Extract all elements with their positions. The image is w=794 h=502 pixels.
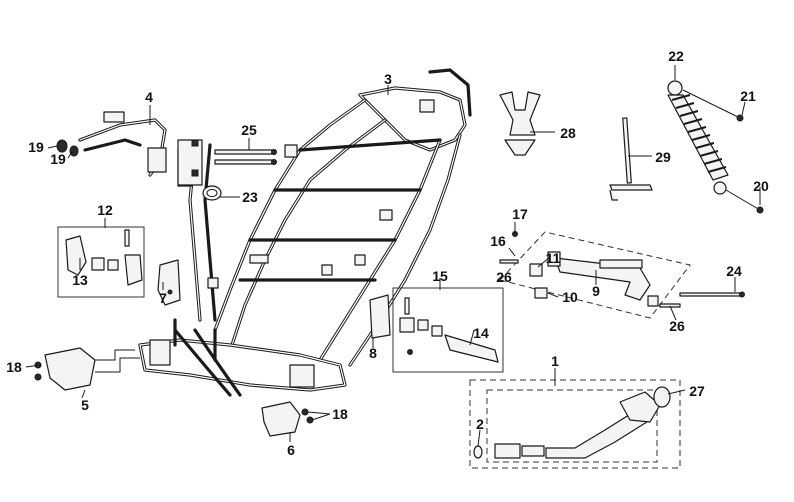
label-3: 3 [384, 71, 392, 87]
part-labels: 4 3 25 23 19 19 12 13 7 18 5 18 6 8 15 1… [6, 48, 769, 458]
label-25: 25 [241, 122, 257, 138]
label-9: 9 [592, 283, 600, 299]
label-26-right: 26 [669, 318, 685, 334]
label-15: 15 [432, 268, 448, 284]
group-box-12 [57, 226, 145, 298]
right-footrest [261, 401, 314, 437]
main-frame [138, 68, 472, 397]
label-20: 20 [753, 178, 769, 194]
label-27: 27 [689, 383, 705, 399]
front-bracket [78, 111, 167, 177]
rubber-bush [69, 145, 79, 157]
label-26-left: 26 [496, 269, 512, 285]
rods [214, 149, 277, 165]
label-23: 23 [242, 189, 258, 205]
group-box-1 [469, 379, 681, 469]
side-stand-assembly [399, 297, 499, 363]
bracket-13-assembly [65, 229, 143, 286]
air-intake-hose [473, 386, 671, 459]
label-29: 29 [655, 149, 671, 165]
label-28: 28 [560, 125, 576, 141]
label-19-lower: 19 [50, 151, 66, 167]
label-18-left: 18 [6, 359, 22, 375]
leader-lines [25, 65, 761, 447]
stand-rod [609, 117, 653, 201]
left-footrest [34, 347, 140, 391]
label-14: 14 [473, 325, 489, 341]
side-bracket [157, 259, 181, 306]
label-13: 13 [72, 272, 88, 288]
label-24: 24 [726, 263, 742, 279]
label-6: 6 [287, 442, 295, 458]
rear-shock-absorber [667, 80, 764, 214]
label-18-right: 18 [332, 406, 348, 422]
label-10: 10 [562, 289, 578, 305]
group-box-15 [392, 287, 504, 373]
label-11: 11 [546, 250, 561, 266]
label-21: 21 [740, 88, 756, 104]
rear-bracket [369, 294, 391, 339]
plastic-clip [499, 91, 541, 136]
label-17: 17 [512, 206, 528, 222]
label-1: 1 [551, 353, 559, 369]
label-16: 16 [490, 233, 506, 249]
label-5: 5 [81, 397, 89, 413]
label-4: 4 [145, 89, 153, 105]
head-tube-plate [177, 139, 203, 186]
group-box-9 [499, 231, 691, 319]
label-19-upper: 19 [28, 139, 44, 155]
main-stand-assembly [499, 231, 745, 308]
label-7: 7 [159, 290, 167, 306]
label-22: 22 [668, 48, 684, 64]
label-8: 8 [369, 345, 377, 361]
label-2: 2 [476, 416, 484, 432]
label-12: 12 [97, 202, 113, 218]
